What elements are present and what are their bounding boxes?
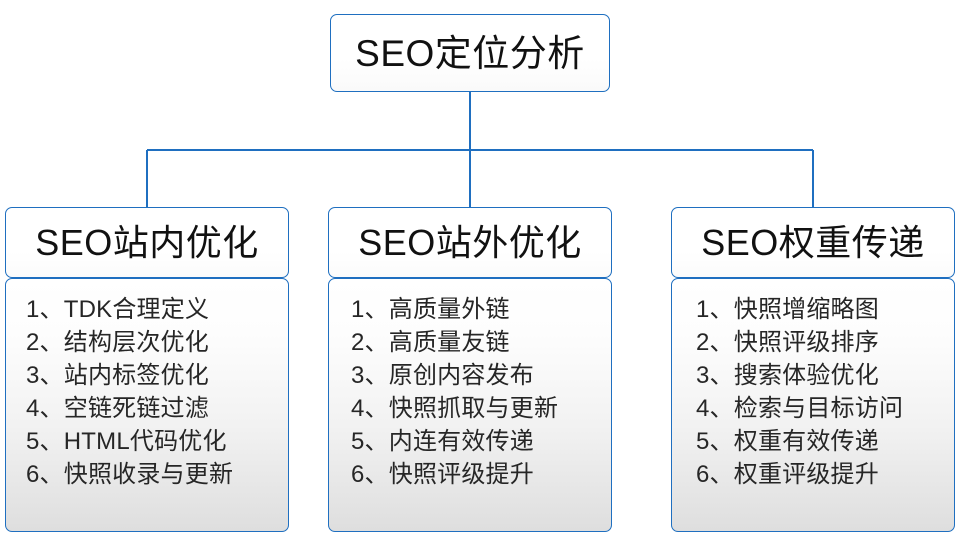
list-item: 6、快照收录与更新 [26,461,234,488]
list-item: 4、检索与目标访问 [696,395,904,422]
branch-header-label-1: SEO站内优化 [35,221,259,263]
list-item: 1、TDK合理定义 [26,296,210,323]
branch-column-2: SEO站外优化 1、高质量外链 2、高质量友链 3、原创内容发布 4、快照抓取与… [328,207,612,532]
list-item: 3、搜索体验优化 [696,362,879,389]
list-item: 3、站内标签优化 [26,362,209,389]
branch-header-3[interactable]: SEO权重传递 [671,207,955,278]
root-node[interactable]: SEO定位分析 [330,14,610,92]
root-node-label: SEO定位分析 [355,32,585,74]
list-item: 6、快照评级提升 [351,461,534,488]
branch-body-2: 1、高质量外链 2、高质量友链 3、原创内容发布 4、快照抓取与更新 5、内连有… [328,278,612,532]
branch-item-list-2: 1、高质量外链 2、高质量友链 3、原创内容发布 4、快照抓取与更新 5、内连有… [329,293,611,491]
branch-header-label-2: SEO站外优化 [358,221,582,263]
list-item: 2、高质量友链 [351,329,510,356]
list-item: 4、快照抓取与更新 [351,395,559,422]
list-item: 2、快照评级排序 [696,329,879,356]
list-item: 5、HTML代码优化 [26,428,227,455]
branch-column-3: SEO权重传递 1、快照增缩略图 2、快照评级排序 3、搜索体验优化 4、检索与… [671,207,955,532]
list-item: 4、空链死链过滤 [26,395,209,422]
list-item: 5、内连有效传递 [351,428,534,455]
list-item: 2、结构层次优化 [26,329,209,356]
list-item: 6、权重评级提升 [696,461,879,488]
list-item: 1、高质量外链 [351,296,510,323]
branch-header-1[interactable]: SEO站内优化 [5,207,289,278]
list-item: 5、权重有效传递 [696,428,879,455]
branch-header-label-3: SEO权重传递 [701,221,925,263]
branch-header-2[interactable]: SEO站外优化 [328,207,612,278]
list-item: 3、原创内容发布 [351,362,534,389]
branch-item-list-3: 1、快照增缩略图 2、快照评级排序 3、搜索体验优化 4、检索与目标访问 5、权… [672,293,954,491]
branch-column-1: SEO站内优化 1、TDK合理定义 2、结构层次优化 3、站内标签优化 4、空链… [5,207,289,532]
branch-item-list-1: 1、TDK合理定义 2、结构层次优化 3、站内标签优化 4、空链死链过滤 5、H… [6,293,288,491]
branch-body-1: 1、TDK合理定义 2、结构层次优化 3、站内标签优化 4、空链死链过滤 5、H… [5,278,289,532]
branch-body-3: 1、快照增缩略图 2、快照评级排序 3、搜索体验优化 4、检索与目标访问 5、权… [671,278,955,532]
list-item: 1、快照增缩略图 [696,296,879,323]
